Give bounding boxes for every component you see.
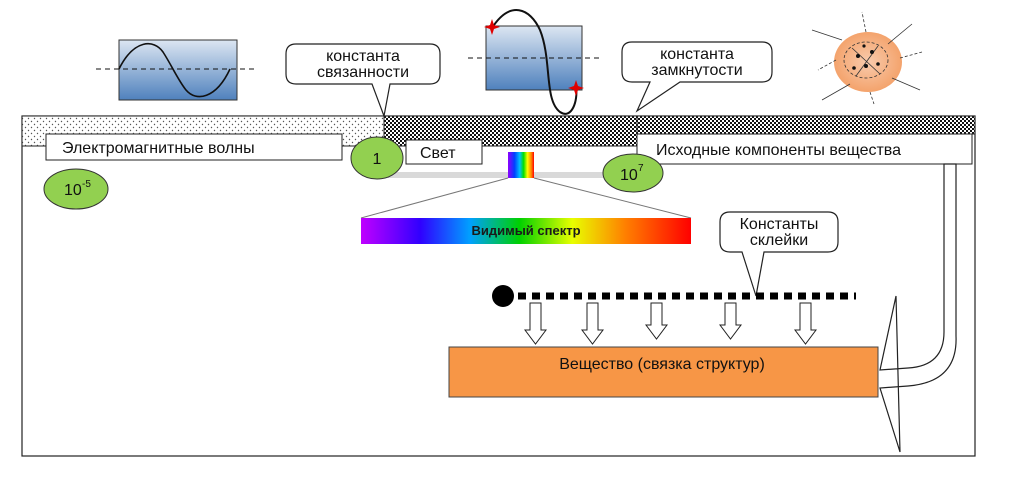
callout-coupling-line2: связанности [317,64,409,81]
distorted-wave-icon [468,9,600,115]
feed-arrow [879,163,957,453]
callout-glue-line2: склейки [750,232,808,249]
projection-line-left [360,177,509,219]
light-label: Свет [420,145,456,162]
glue-arrow-5 [794,302,817,345]
callout-coupling-line1: константа [326,48,400,65]
marker-low-base: 10 [64,182,82,199]
glue-arrow-3 [645,302,668,340]
substance-box [448,346,879,398]
callout-closure-line1: константа [660,46,734,63]
callout-closure [621,41,773,113]
marker-low-exp: -5 [82,179,91,190]
marker-high-base: 10 [620,167,638,184]
glue-arrow-4 [719,302,742,340]
mini-spectrum [508,152,534,178]
marker-high [602,153,664,193]
substance-label: Вещество (связка структур) [559,356,765,373]
chain-bead [492,285,514,307]
callout-closure-line2: замкнутости [651,62,742,79]
glue-arrow-1 [524,302,547,345]
callout-coupling [285,43,441,119]
glue-arrow-2 [581,302,604,345]
em-waves-box [45,133,343,161]
glue-arrows [524,302,817,345]
source-components-box [636,133,973,165]
marker-one [350,136,404,180]
visible-spectrum-bar [361,218,691,244]
wave-icon [96,39,258,101]
marker-low [43,168,109,210]
visible-spectrum-label: Видимый спектр [471,223,580,238]
source-components-label: Исходные компоненты вещества [656,142,901,159]
marker-one-label: 1 [373,151,382,168]
projection-line-right [533,177,692,219]
callout-glue [719,211,839,297]
light-range-bar [388,172,616,178]
light-box [405,139,483,165]
matter-band [636,115,976,135]
marker-high-exp: 7 [638,163,644,174]
particle-cluster-icon [811,11,923,105]
em-waves-label: Электромагнитные волны [62,140,255,157]
callout-glue-line1: Константы [740,216,819,233]
